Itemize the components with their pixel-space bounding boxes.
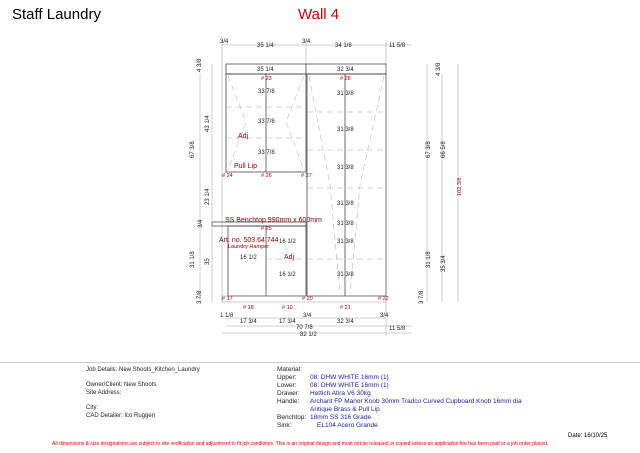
tag: # 27 xyxy=(301,173,312,179)
material-key: Upper: xyxy=(277,374,297,381)
dim-right-d: 35 3/4 xyxy=(441,255,447,272)
dim-bottom-g: 70 7/8 xyxy=(296,325,313,331)
dim-tall-shelf: 31 3/8 xyxy=(337,91,354,97)
dim-left-gap: 23 1/4 xyxy=(205,188,211,205)
dim-top-left-gap: 3/4 xyxy=(220,39,229,45)
dim-panel-right: 32 3/4 xyxy=(337,67,354,73)
dim-right-top: 4 3/8 xyxy=(436,62,442,76)
tag: # 18 xyxy=(243,305,254,311)
tag: # 23 xyxy=(261,76,272,82)
dim-upper-shelf: 33 7/8 xyxy=(258,150,275,156)
dim-lower-shelf: 16 1/2 xyxy=(240,255,257,261)
dim-top-left-width: 35 1/4 xyxy=(257,43,274,49)
dim-left-overall: 67 3/8 xyxy=(190,141,196,158)
material-info: Material: Upper: 08: DHW WHITE 16mm (1) L… xyxy=(277,366,527,430)
tag: # 28 xyxy=(340,76,351,82)
dim-left-top: 4 3/8 xyxy=(197,58,203,72)
city: City: xyxy=(86,405,98,411)
dim-bottom-b: 17 3/4 xyxy=(240,319,257,325)
dim-left-lower-inner: 35 xyxy=(205,258,211,265)
wall-title: Wall 4 xyxy=(298,6,340,23)
dim-left-upper: 43 1/4 xyxy=(205,115,211,132)
material-value: Archant FP Manor Knob 30mm Tradco Curved… xyxy=(310,398,522,413)
dim-right-plinth: 3 7/8 xyxy=(419,290,425,304)
cad-detailer: CAD Detailer: Ico Ruggeri xyxy=(86,413,156,419)
dim-tall-shelf: 31 3/8 xyxy=(337,272,354,278)
label-pull-lip: Pull Lip xyxy=(234,163,257,170)
dim-panel-left: 35 1/4 xyxy=(257,67,274,73)
label-adj-upper: Adj xyxy=(238,133,249,140)
dim-bottom-a: 1 1/8 xyxy=(220,313,234,319)
dim-top-right-width: 34 1/8 xyxy=(335,43,352,49)
tag: # 22 xyxy=(378,296,389,302)
label-laundry-hamper: Laundry Hamper xyxy=(228,244,269,250)
page-title: Staff Laundry xyxy=(12,6,101,23)
material-key: Handle: xyxy=(277,398,300,405)
dim-left-bench: 3/4 xyxy=(198,219,204,228)
material-key: Lower: xyxy=(277,382,297,389)
material-key: Sink: xyxy=(277,422,292,429)
label-adj-lower: Adj xyxy=(284,254,295,261)
dim-bottom-f: 3/4 xyxy=(380,313,389,319)
dim-top-right-extra: 11 5/8 xyxy=(389,43,406,49)
dim-right-a: 67 3/8 xyxy=(426,141,432,158)
job-details: Job Details: New Shoots_Kitchen_Laundry xyxy=(86,367,200,373)
job-info: Job Details: New Shoots_Kitchen_Laundry … xyxy=(86,366,200,420)
dim-tall-shelf: 31 3/8 xyxy=(337,165,354,171)
tag: # 26 xyxy=(261,173,272,179)
label-benchtop: SS Benchtop 990mm x 600mm xyxy=(225,217,322,224)
dim-tall-shelf: 31 3/8 xyxy=(337,239,354,245)
dim-upper-shelf: 33 7/8 xyxy=(258,89,275,95)
tag: # 21 xyxy=(340,305,351,311)
dim-right-total: 102 3/8 xyxy=(457,178,463,196)
dim-right-c: 31 1/8 xyxy=(426,251,432,268)
dim-bottom-total: 82 1/2 xyxy=(300,332,317,338)
tag: # 24 xyxy=(222,173,233,179)
material-heading: Material: xyxy=(277,366,302,373)
label-art-no: Art. no. 503.64.744 xyxy=(219,237,279,244)
tag: # 20 xyxy=(302,296,313,302)
elevation-drawing: 3/4 35 1/4 3/4 34 1/8 11 5/8 35 1/4 32 3… xyxy=(190,39,463,338)
tag: # 25 xyxy=(261,226,272,232)
dim-left-lower: 31 1/8 xyxy=(190,251,196,268)
tag: # 17 xyxy=(222,296,233,302)
date: Date: 16/10/25 xyxy=(568,433,608,439)
tall-cabinet xyxy=(306,73,387,297)
material-key: Benchtop: xyxy=(277,414,307,421)
material-value: 08: DHW WHITE 16mm (1) xyxy=(310,382,389,389)
site-address: Site Address: xyxy=(86,390,122,396)
dim-bottom-c: 17 3/4 xyxy=(279,319,296,325)
material-value: Hettich Atira V6 30kg xyxy=(310,390,371,397)
material-value: 18mm SS 316 Grade xyxy=(310,414,372,421)
dim-tall-shelf: 31 3/8 xyxy=(337,201,354,207)
dim-tall-shelf: 31 3/8 xyxy=(337,127,354,133)
tag: # 19 xyxy=(282,305,293,311)
disclaimer: All dimensions & size designations are s… xyxy=(52,441,549,447)
dim-bottom-d: 3/4 xyxy=(303,313,312,319)
dim-tall-shelf: 31 3/8 xyxy=(337,221,354,227)
material-value: EL104 Acero Grande xyxy=(317,422,378,429)
owner-client: Owner/Client: New Shoots xyxy=(86,382,157,388)
dim-left-plinth: 3 7/8 xyxy=(197,290,203,304)
material-value: 08: DHW WHITE 16mm (1) xyxy=(310,374,389,381)
divider xyxy=(0,362,640,363)
material-key: Drawer: xyxy=(277,390,300,397)
dim-upper-shelf: 33 7/8 xyxy=(258,119,275,125)
dim-right-b: 66 5/8 xyxy=(441,141,447,158)
dim-top-mid-gap: 3/4 xyxy=(302,39,311,45)
dim-bottom-h: 11 5/8 xyxy=(389,326,406,332)
dim-bottom-e: 32 3/4 xyxy=(337,319,354,325)
dim-lower-shelf: 16 1/2 xyxy=(279,239,296,245)
dim-lower-shelf: 16 1/2 xyxy=(279,272,296,278)
